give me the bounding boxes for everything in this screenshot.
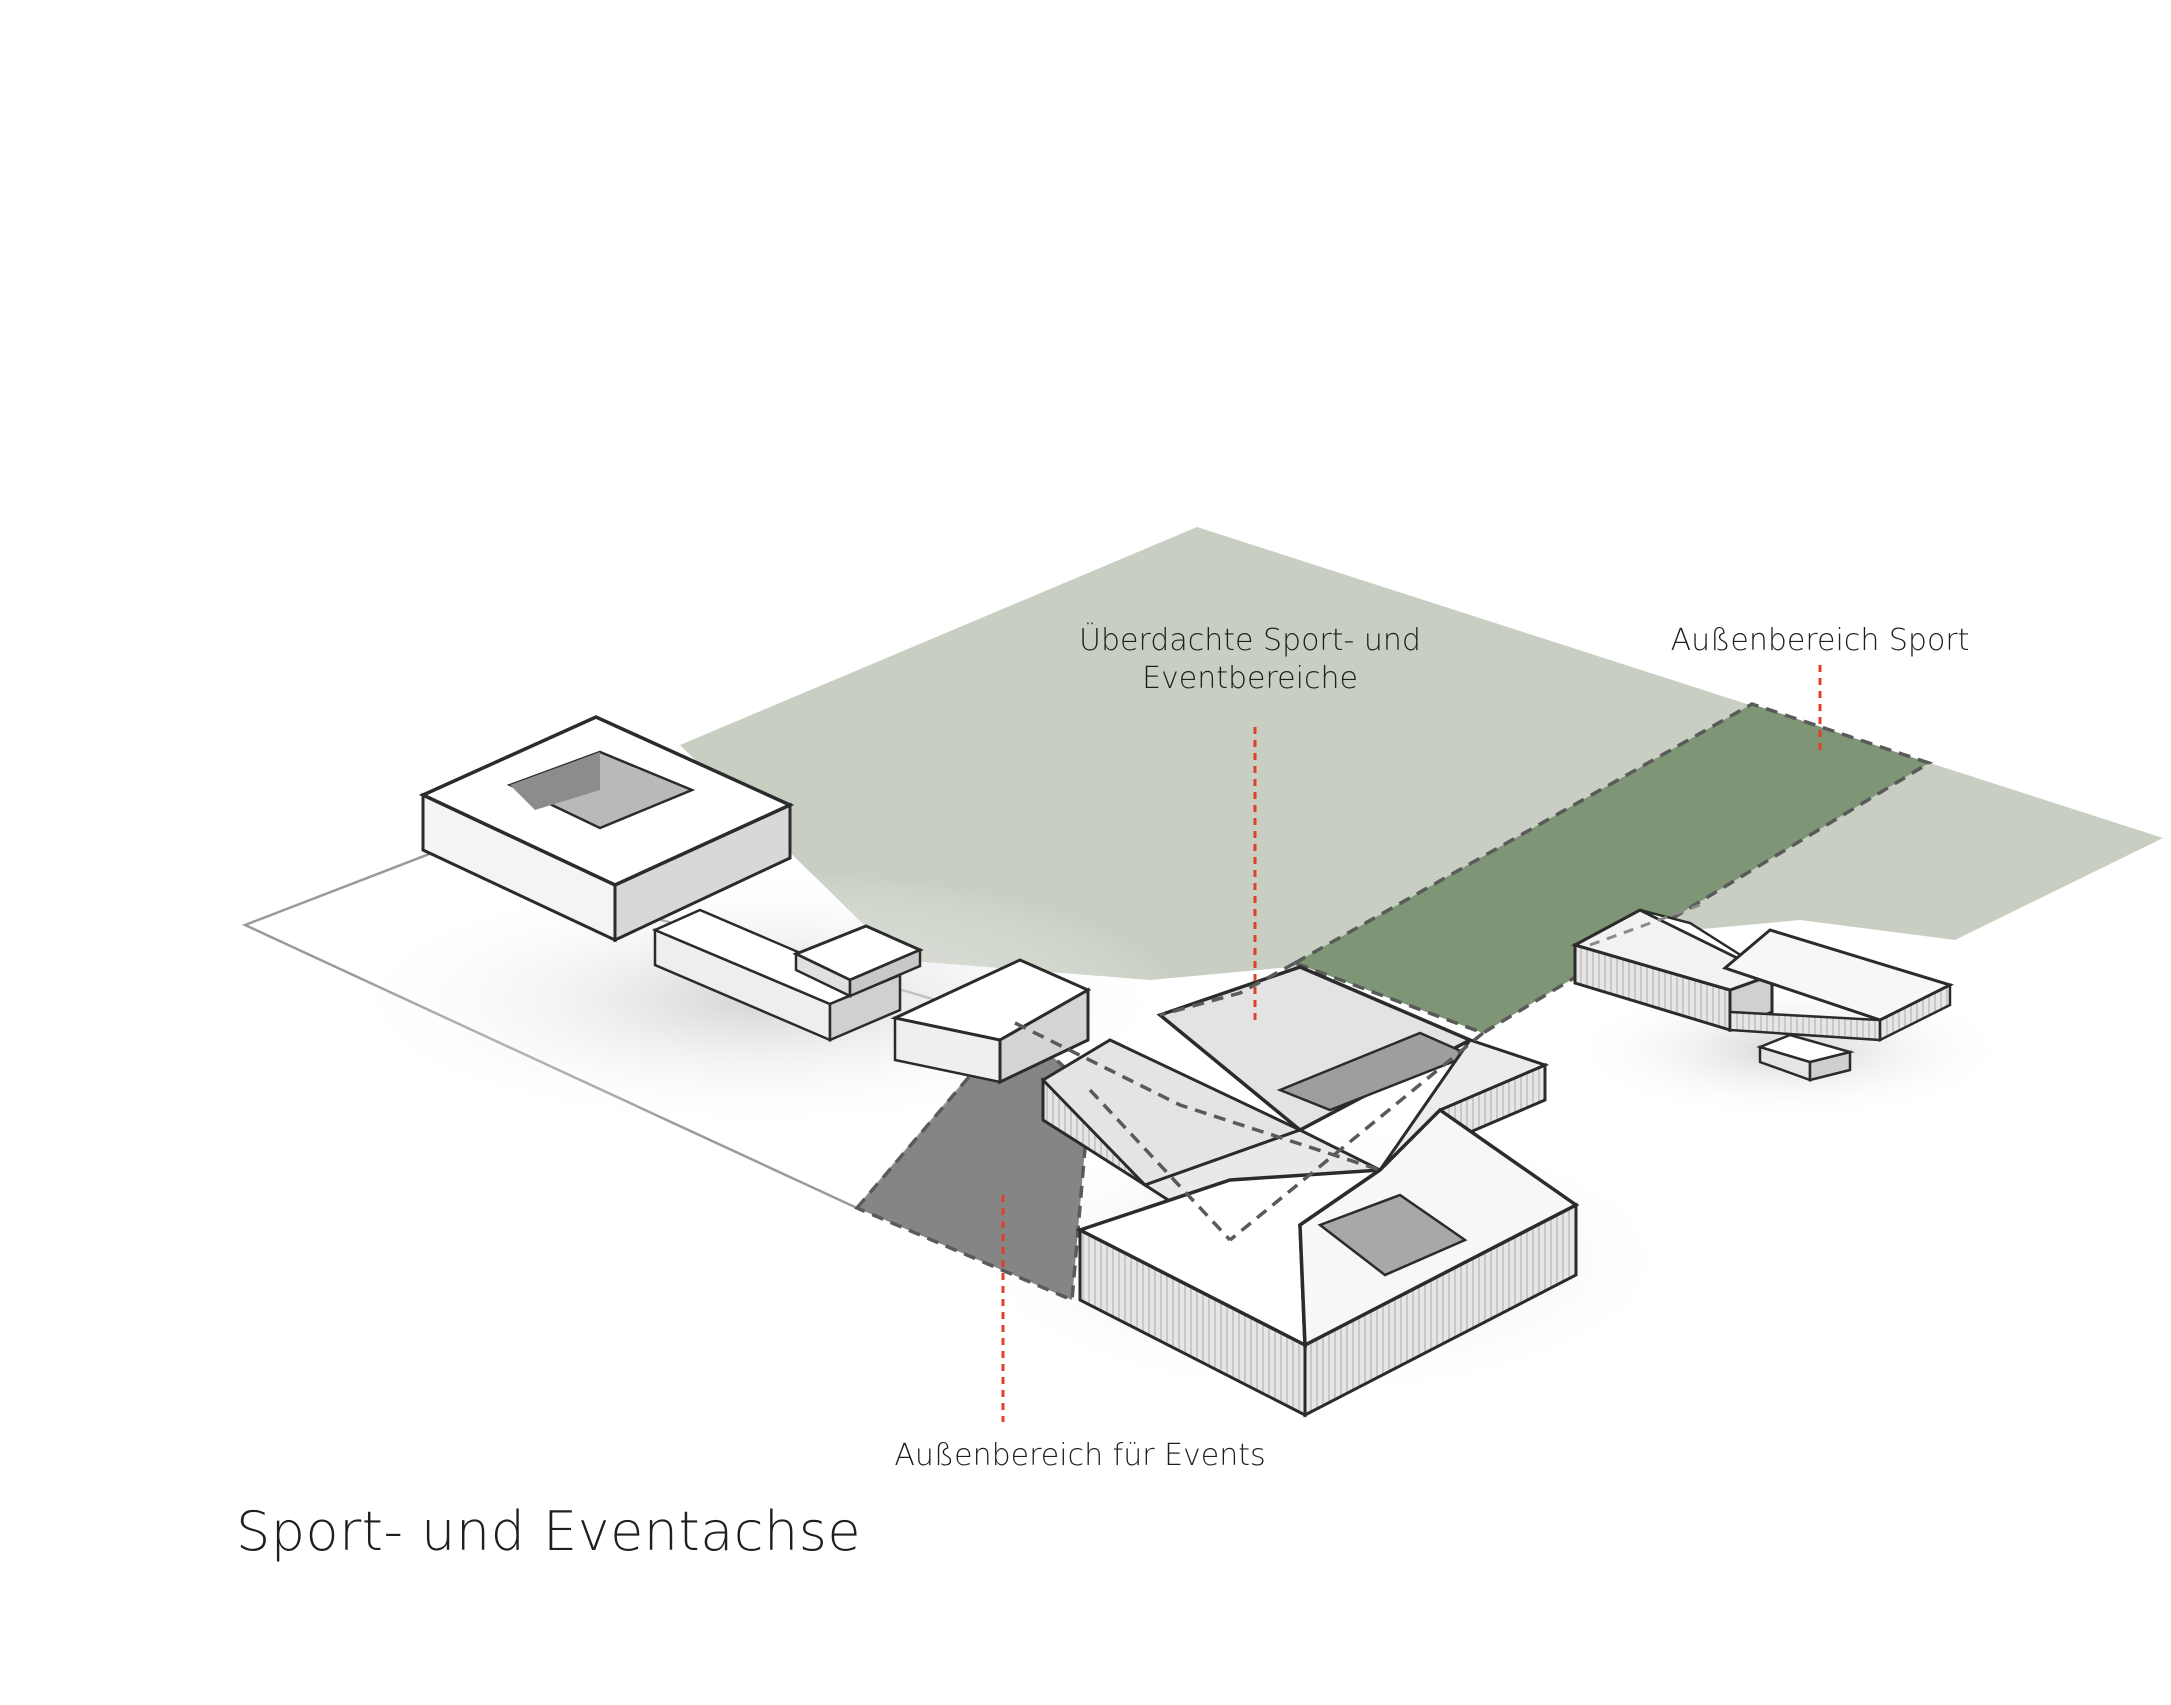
sport-hall-complex [1014,961,1580,1418]
label-covered-areas: Überdachte Sport- und Eventbereiche [1050,622,1450,697]
right-building [1571,903,1955,1043]
label-outdoor-events: Außenbereich für Events [894,1438,1266,1473]
site-green-light [680,527,2163,980]
label-covered-line2: Eventbereiche [1142,660,1358,696]
outdoor-sport-area [1290,702,1934,1035]
label-outdoor-sport: Außenbereich Sport [1670,623,1970,658]
page-title: Sport- und Eventachse [236,1500,862,1563]
connecting-wing [651,908,924,1042]
label-covered-line1: Überdachte Sport- und [1079,623,1421,658]
small-building [1756,1033,1855,1082]
courtyard-building [418,715,795,943]
